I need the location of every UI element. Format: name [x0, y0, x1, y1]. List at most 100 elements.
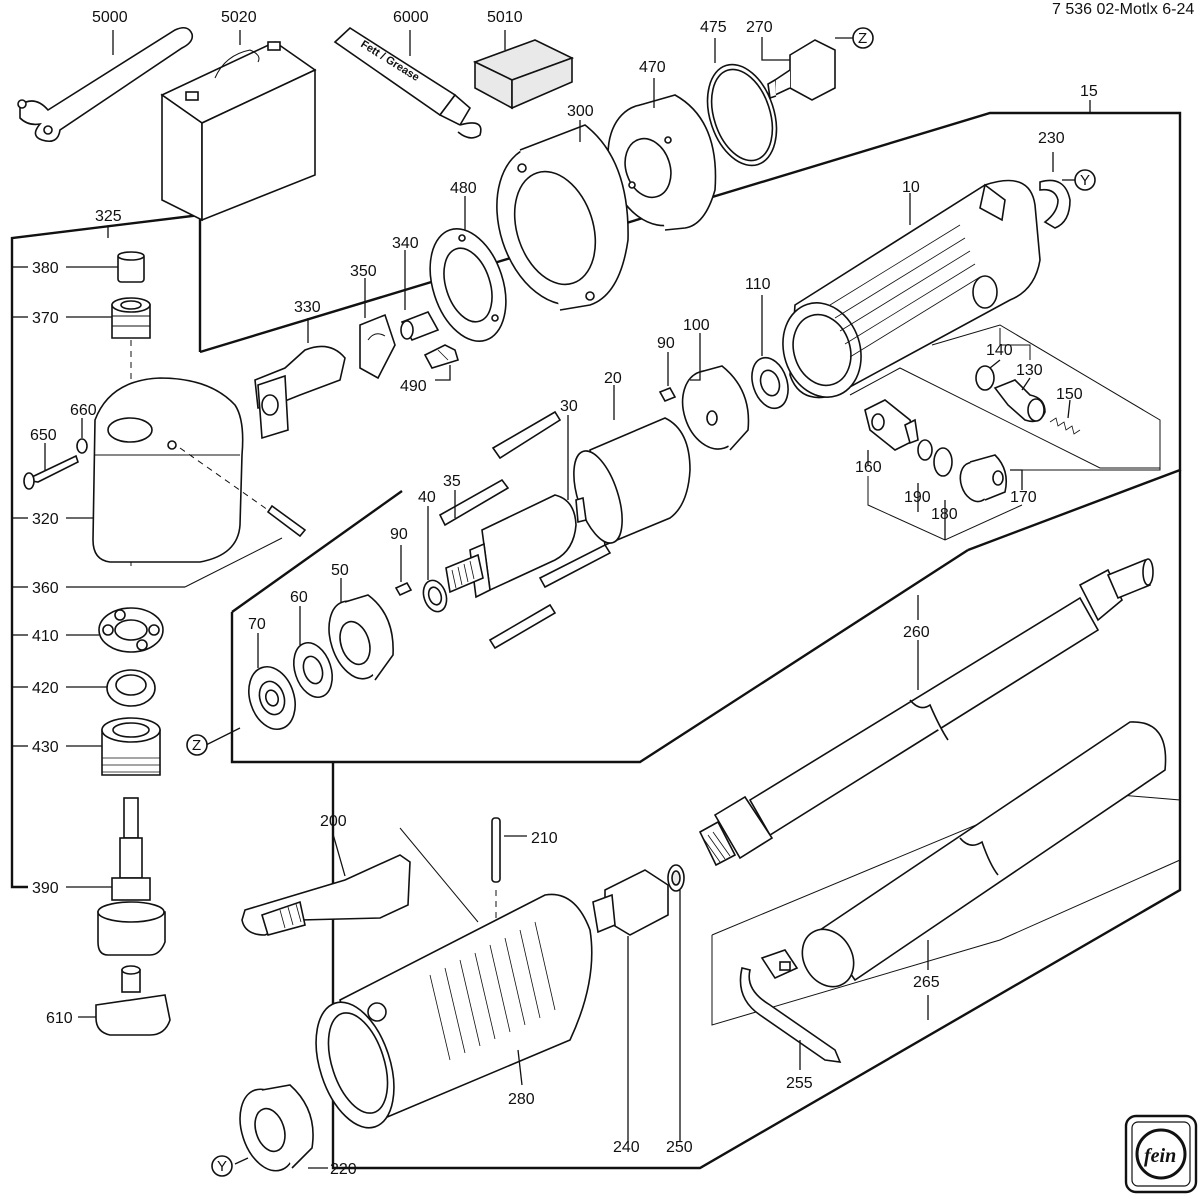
o-ring-140: [975, 359, 1001, 391]
screw-650: [23, 443, 79, 490]
pin-90-lower: [394, 545, 413, 597]
spacer-ring-40: [422, 506, 448, 613]
label-10: 10: [902, 179, 920, 196]
label-340: 340: [392, 235, 419, 252]
label-5000: 5000: [92, 9, 128, 26]
label-265: 265: [913, 974, 940, 991]
svg-text:Y: Y: [1080, 172, 1090, 189]
washer-60: [293, 606, 333, 699]
label-320: 320: [32, 511, 59, 528]
retaining-ring-230: [1039, 152, 1075, 229]
protective-sleeve-265: [801, 721, 1167, 1020]
label-390: 390: [32, 880, 59, 897]
grease-tube-6000: Fett / Grease: [333, 26, 482, 139]
label-60: 60: [290, 589, 308, 606]
label-100: 100: [683, 317, 710, 334]
lever-330: [254, 318, 346, 440]
label-6000: 6000: [393, 9, 429, 26]
valve-inset-box: [849, 367, 1160, 469]
reference-z-bottom: Z: [186, 727, 241, 756]
label-650: 650: [30, 427, 57, 444]
valve-bracket: [999, 328, 1031, 360]
axis-line-lever: [399, 827, 479, 923]
o-ring-180: [933, 447, 953, 540]
label-230: 230: [1038, 130, 1065, 147]
label-20: 20: [604, 370, 622, 387]
reference-y-bottom: Y: [211, 1155, 233, 1177]
seal-370: [66, 297, 151, 339]
grip-sleeve-280: [315, 893, 593, 1129]
assembly-frame-15: [10, 213, 202, 889]
motor-housing-10: [782, 179, 1041, 399]
reference-y-right: Y: [1074, 169, 1096, 191]
label-360: 360: [32, 580, 59, 597]
label-325: 325: [95, 208, 122, 225]
svg-text:Y: Y: [217, 1158, 227, 1175]
label-240: 240: [613, 1139, 640, 1156]
label-150: 150: [1056, 386, 1083, 403]
label-255: 255: [786, 1075, 813, 1092]
label-260: 260: [903, 624, 930, 641]
spindle-610: [78, 965, 171, 1036]
end-cap-220: [234, 1084, 328, 1172]
label-180: 180: [931, 506, 958, 523]
gear-head-320: [66, 377, 244, 563]
label-110: 110: [745, 276, 771, 293]
end-plate-50: [328, 578, 394, 681]
label-5020: 5020: [221, 9, 257, 26]
label-370: 370: [32, 310, 59, 327]
filter-disc-250: [667, 864, 685, 1142]
ball-bearing-410: [66, 607, 164, 653]
valve-inset-frame: [931, 324, 1161, 471]
label-190: 190: [904, 489, 931, 506]
pin-90-upper: [658, 352, 677, 403]
label-90-upper: 90: [657, 335, 675, 352]
flange-housing-300: [496, 120, 629, 311]
label-475: 475: [700, 19, 727, 36]
label-610: 610: [46, 1010, 73, 1027]
bearing-110: [751, 295, 789, 410]
pin-360: [66, 447, 307, 588]
label-40: 40: [418, 489, 436, 506]
rotor-30: [445, 415, 587, 599]
washer-660: [76, 418, 88, 454]
fitting-240: [592, 869, 669, 1142]
document-reference: 7 536 02-Motlx 6-24: [1052, 1, 1194, 18]
assembly-frame-inner-left: [231, 490, 403, 613]
clamp-350: [359, 278, 396, 380]
svg-text:fein: fein: [1144, 1145, 1176, 1167]
valve-130: [993, 377, 1046, 423]
bearing-70: [248, 633, 296, 730]
label-280: 280: [508, 1091, 535, 1108]
label-220: 220: [330, 1161, 357, 1178]
label-130: 130: [1016, 362, 1043, 379]
spindle-390: [66, 797, 166, 956]
reference-z-top: Z: [852, 27, 874, 49]
pin-210: [491, 817, 527, 883]
lever-200: [241, 833, 411, 936]
fein-logo: fein: [1124, 1114, 1198, 1194]
vanes-35: [438, 410, 612, 650]
plug-380: [66, 251, 145, 283]
assembly-frame-main: [199, 111, 1182, 552]
label-300: 300: [567, 103, 594, 120]
assembly-frame-inner: [230, 548, 969, 764]
hose-260: [698, 558, 1154, 867]
valve-cap-170: [959, 454, 1023, 503]
bushing-340: [400, 250, 440, 341]
end-cap-470: [607, 78, 717, 231]
valve-bracket-2: [867, 476, 1023, 541]
label-140: 140: [986, 342, 1013, 359]
svg-text:Z: Z: [192, 737, 201, 754]
label-420: 420: [32, 680, 59, 697]
label-30: 30: [560, 398, 578, 415]
label-430: 430: [32, 739, 59, 756]
clamp-strap-255: [739, 949, 842, 1070]
screw-490: [423, 344, 459, 381]
label-270: 270: [746, 19, 773, 36]
label-160: 160: [855, 459, 882, 476]
o-ring-475: [706, 38, 778, 167]
gasket-480: [429, 196, 507, 343]
label-470: 470: [639, 59, 666, 76]
